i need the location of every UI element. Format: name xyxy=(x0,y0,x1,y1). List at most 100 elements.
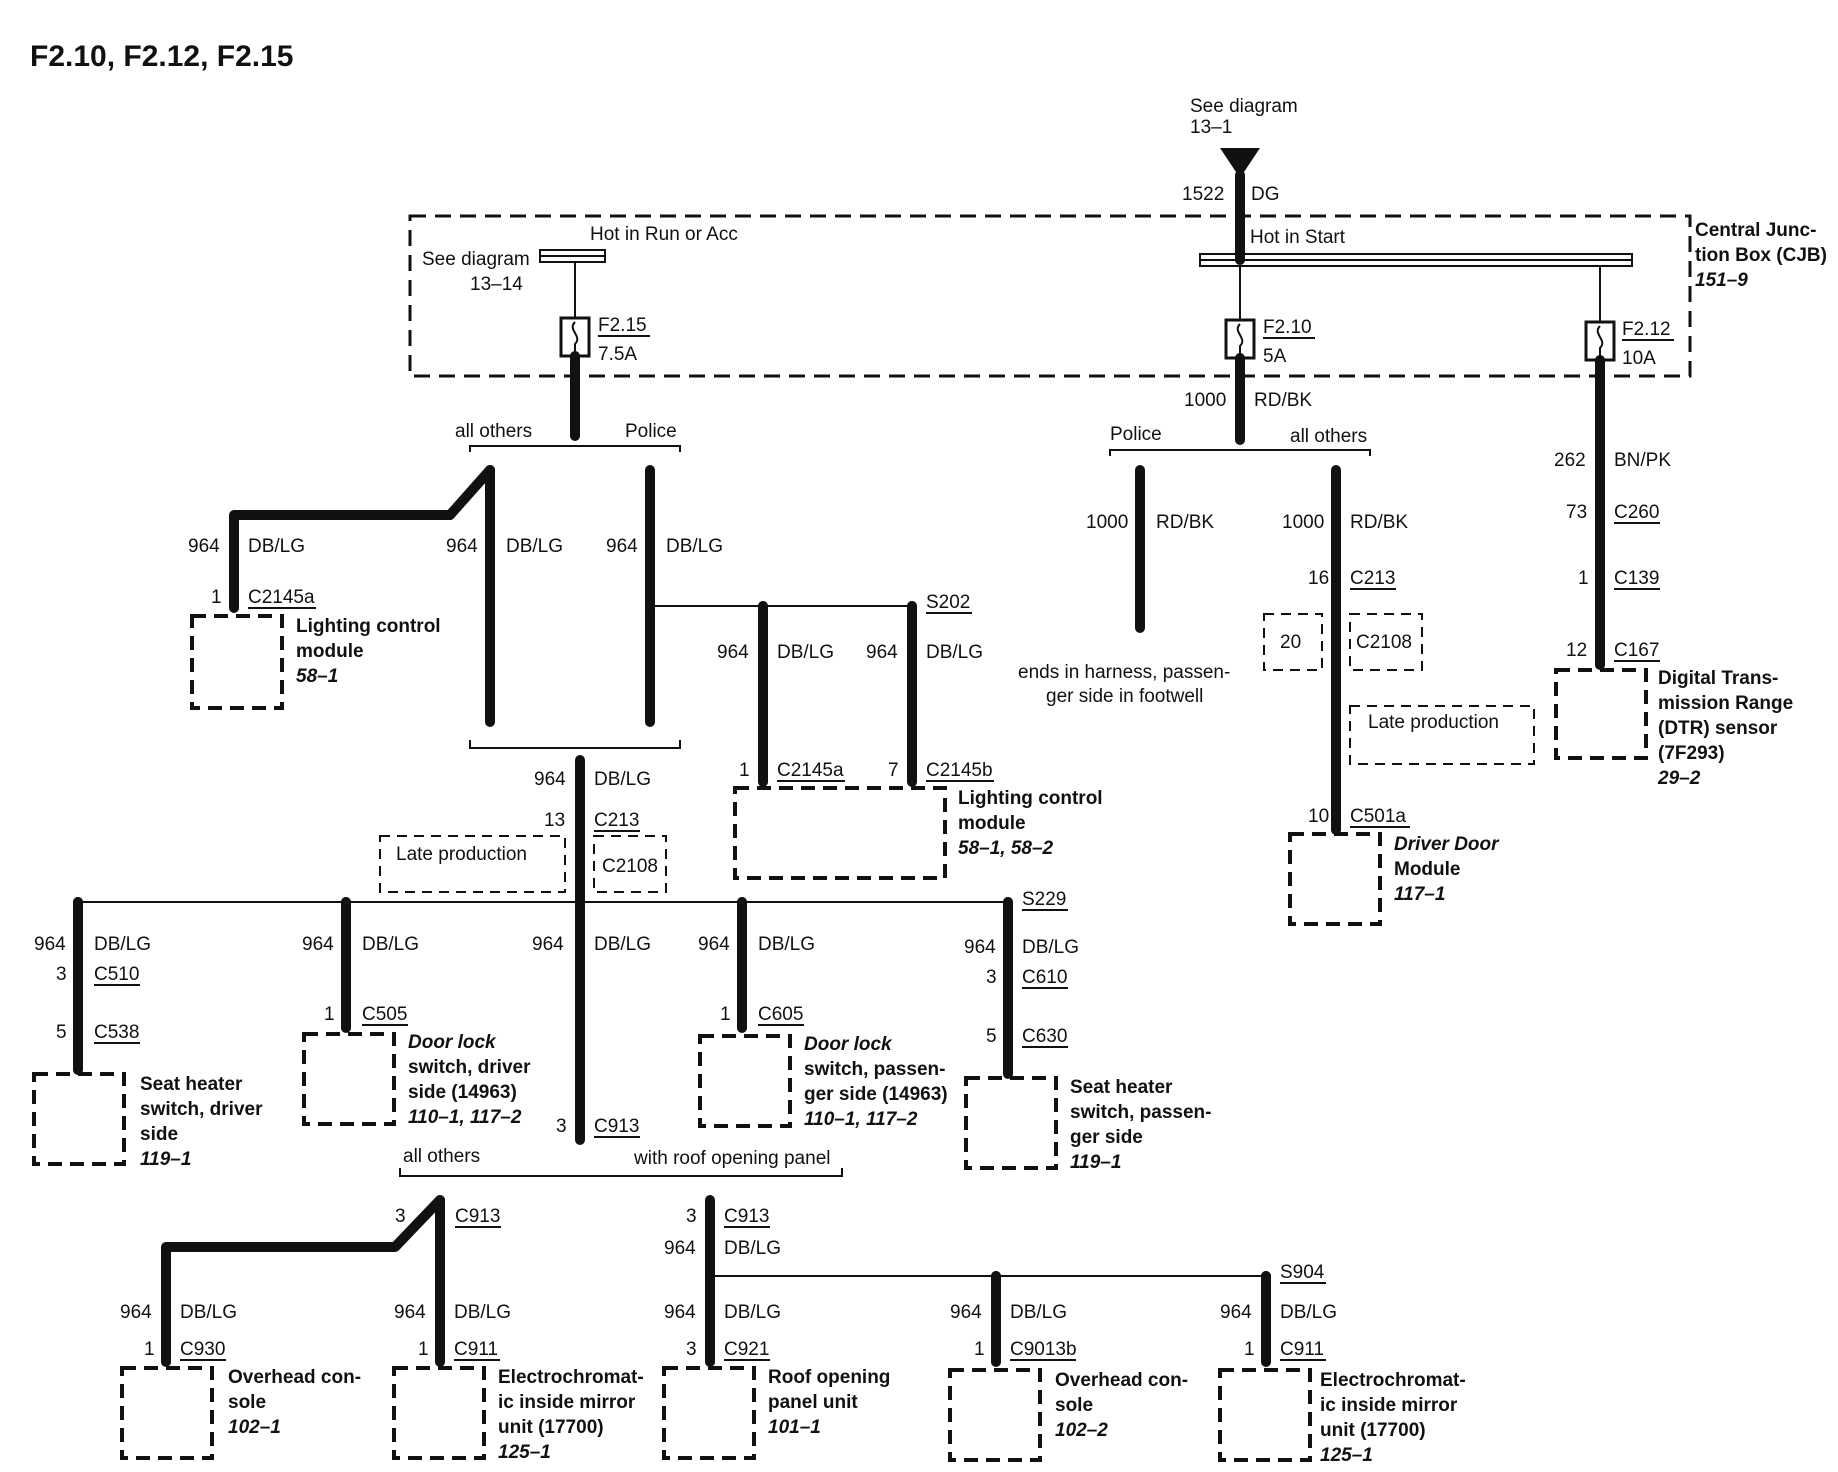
lbl-964-a: 964 xyxy=(188,536,220,557)
pin-c260: 73 xyxy=(1566,502,1587,523)
dtr-l3: (DTR) sensor xyxy=(1658,718,1778,739)
dtr-l1: Digital Trans- xyxy=(1658,668,1778,689)
pin-c610: 3 xyxy=(986,967,997,988)
conn-c2145a-left: C2145a xyxy=(248,587,315,608)
conn-c630: C630 xyxy=(1022,1026,1067,1047)
branch-mid-police: Police xyxy=(1110,424,1162,445)
lbl-964-f: 964 xyxy=(534,769,566,790)
ohc2-l1: Overhead con- xyxy=(1055,1370,1188,1391)
lbl-1000-police: 1000 xyxy=(1086,512,1128,533)
lbl-964-h: 964 xyxy=(302,934,334,955)
pin-c213-mid: 16 xyxy=(1308,568,1329,589)
lbl-dblg-n: DB/LG xyxy=(724,1238,781,1259)
lbl-dblg-p: DB/LG xyxy=(1010,1302,1067,1323)
pin-c913-allothers: 3 xyxy=(395,1206,406,1227)
lcm-left-l2: module xyxy=(296,641,364,662)
ddm-l2: Module xyxy=(1394,859,1461,880)
lbl-964-p: 964 xyxy=(950,1302,982,1323)
fuse-f210-id: F2.10 xyxy=(1263,317,1312,338)
police-end-l1: ends in harness, passen- xyxy=(1018,662,1230,683)
lbl-dblg-m: DB/LG xyxy=(454,1302,511,1323)
late-production-left: Late production xyxy=(396,844,527,865)
seat-pass-l1: Seat heater xyxy=(1070,1077,1173,1098)
lbl-964-q: 964 xyxy=(1220,1302,1252,1323)
pin-c2145a-mid: 1 xyxy=(739,760,750,781)
lock-pass-ref: 110–1, 117–2 xyxy=(804,1109,918,1130)
pin-20: 20 xyxy=(1280,632,1301,653)
fuse-f215-id: F2.15 xyxy=(598,315,647,336)
fuse-f212-rating: 10A xyxy=(1622,348,1656,369)
conn-c260: C260 xyxy=(1614,502,1659,523)
circuit-1522: 1522 xyxy=(1182,184,1224,205)
driver-door-module xyxy=(1288,832,1382,926)
fuse-f212-element xyxy=(1596,325,1604,356)
electrochromatic-mirror-1 xyxy=(392,1366,486,1460)
lock-pass-l1: Door lock xyxy=(804,1034,893,1055)
cjb-name-1: Central Junc- xyxy=(1695,220,1816,241)
pin-20-box xyxy=(1263,613,1323,671)
lbl-964-j: 964 xyxy=(698,934,730,955)
c2108-box-left xyxy=(593,835,667,893)
pin-c2145b: 7 xyxy=(888,760,899,781)
fuse-f212-id: F2.12 xyxy=(1622,319,1671,340)
seat-pass-l3: ger side xyxy=(1070,1127,1143,1148)
ohc1-l1: Overhead con- xyxy=(228,1367,361,1388)
lock-pass-l2: switch, passen- xyxy=(804,1059,946,1080)
lbl-964-n: 964 xyxy=(664,1238,696,1259)
lbl-964-k: 964 xyxy=(964,937,996,958)
branch-mid-all-others: all others xyxy=(1290,426,1367,447)
pin-c167: 12 xyxy=(1566,640,1587,661)
lbl-964-d: 964 xyxy=(717,642,749,663)
ohc1-ref: 102–1 xyxy=(228,1417,281,1438)
lbl-dblg-a: DB/LG xyxy=(248,536,305,557)
conn-c930: C930 xyxy=(180,1339,225,1360)
lbl-bnpk: BN/PK xyxy=(1614,450,1671,471)
conn-c911-b: C911 xyxy=(1280,1339,1324,1360)
central-junction-box xyxy=(408,214,1692,378)
dtr-l2: mission Range xyxy=(1658,693,1793,714)
door-lock-switch-passenger xyxy=(698,1034,792,1128)
conn-c2145b: C2145b xyxy=(926,760,993,781)
lbl-dblg-j: DB/LG xyxy=(758,934,815,955)
ddm-l1: Driver Door xyxy=(1394,834,1500,855)
seat-drv-l2: switch, driver xyxy=(140,1099,263,1120)
lbl-dblg-e: DB/LG xyxy=(926,642,983,663)
seat-drv-l1: Seat heater xyxy=(140,1074,243,1095)
conn-c213-mid: C213 xyxy=(1350,568,1395,589)
lock-drv-l3: side (14963) xyxy=(408,1082,517,1103)
pin-c139: 1 xyxy=(1578,568,1589,589)
conn-c610: C610 xyxy=(1022,967,1067,988)
seat-heater-switch-passenger xyxy=(964,1076,1058,1170)
see-diagram-cjb: See diagram xyxy=(422,249,530,270)
roof-split-roof: with roof opening panel xyxy=(633,1148,830,1169)
c2108-box-mid xyxy=(1349,613,1423,671)
lock-drv-l1: Door lock xyxy=(408,1032,497,1053)
ohc1-l2: sole xyxy=(228,1392,266,1413)
page-title: F2.10, F2.12, F2.15 xyxy=(30,40,293,73)
pin-lcm-left: 1 xyxy=(211,587,222,608)
lcm-left-l1: Lighting control xyxy=(296,616,441,637)
lbl-262: 262 xyxy=(1554,450,1586,471)
lock-drv-ref: 110–1, 117–2 xyxy=(408,1107,522,1128)
conn-c2108-mid: C2108 xyxy=(1356,632,1412,653)
pin-c505: 1 xyxy=(324,1004,335,1025)
connector-arrow-icon xyxy=(1220,148,1260,178)
lbl-dblg-q: DB/LG xyxy=(1280,1302,1337,1323)
late-production-box-left xyxy=(379,835,566,893)
lbl-964-g: 964 xyxy=(34,934,66,955)
overhead-console-2 xyxy=(948,1368,1042,1462)
lcm-mid-l1: Lighting control xyxy=(958,788,1103,809)
bus-run-label: Hot in Run or Acc xyxy=(590,224,738,245)
seat-drv-ref: 119–1 xyxy=(140,1149,191,1170)
conn-c605: C605 xyxy=(758,1004,803,1025)
splice-dot xyxy=(645,601,655,611)
pin-c930: 1 xyxy=(144,1339,155,1360)
lbl-dblg-i: DB/LG xyxy=(594,934,651,955)
late-production-box-mid xyxy=(1349,705,1535,765)
mirror2-l3: unit (17700) xyxy=(1320,1420,1426,1441)
overhead-console-1 xyxy=(120,1366,214,1460)
pin-c911-a: 1 xyxy=(418,1339,429,1360)
ohc2-ref: 102–2 xyxy=(1055,1420,1108,1441)
mirror1-l1: Electrochromat- xyxy=(498,1367,644,1388)
mirror1-ref: 125–1 xyxy=(498,1442,551,1463)
